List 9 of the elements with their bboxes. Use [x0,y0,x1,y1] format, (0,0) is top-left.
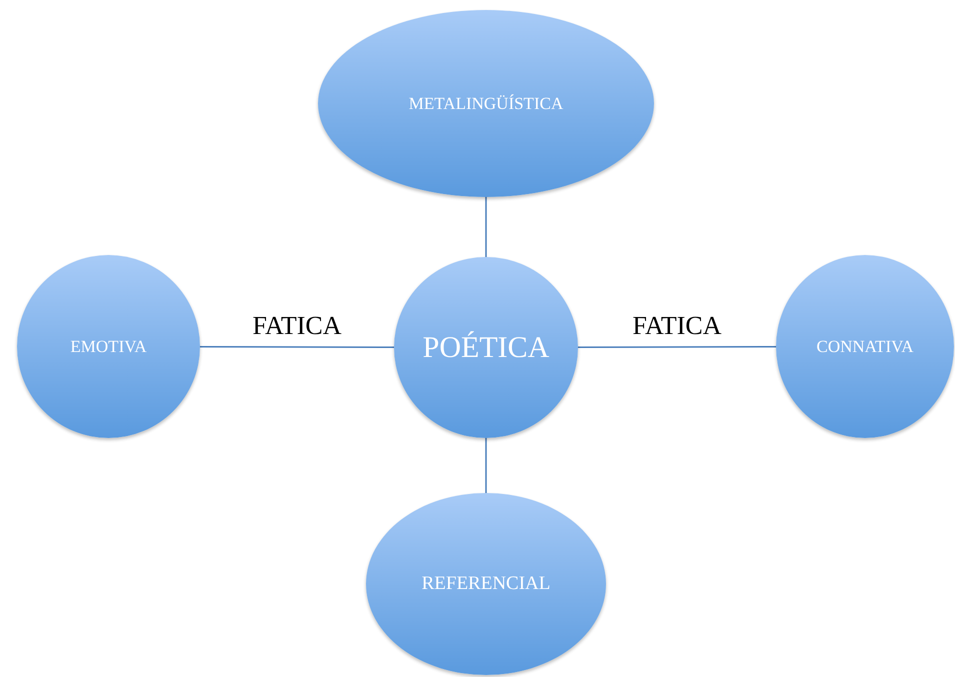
node-label: POÉTICA [422,330,550,364]
node-label: METALINGÜÍSTICA [408,94,564,114]
node-label: REFERENCIAL [422,573,550,595]
connector-line [485,438,487,493]
node-label: CONNATIVA [816,336,914,356]
connector-line [200,346,394,348]
connector-line [485,197,487,257]
connector-line [578,346,776,348]
node-label: EMOTIVA [70,336,147,356]
